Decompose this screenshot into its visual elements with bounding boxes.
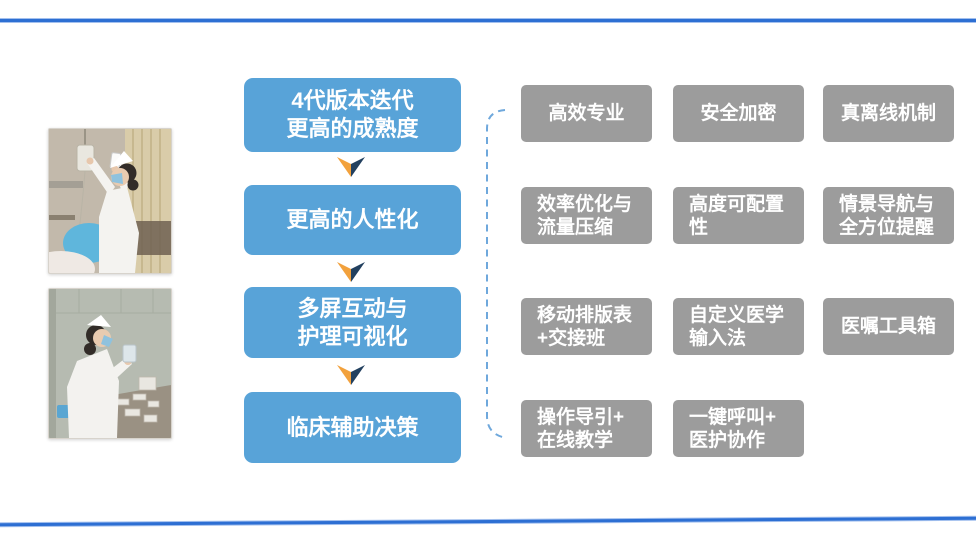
photo-nurse-preparing-medication-image — [49, 289, 171, 438]
feature-label: 操作导引+ — [537, 406, 625, 428]
flow-step-label: 更高的成熟度 — [286, 116, 419, 141]
feature-label: 流量压缩 — [537, 216, 614, 238]
chevron-down-icon — [337, 365, 365, 385]
flow-step-clinical-decision-support: 临床辅助决策 — [244, 392, 461, 463]
flow-step-label: 护理可视化 — [297, 323, 408, 349]
feature-box-secure-encryption: 安全加密 — [673, 85, 804, 142]
feature-label: 医护协作 — [689, 429, 766, 451]
photo-nurse-scanning-iv-image — [49, 129, 171, 273]
feature-box-operation-guide-teaching: 操作导引+ 在线教学 — [521, 400, 652, 457]
flow-step-label: 4代版本迭代 — [291, 88, 414, 113]
feature-label: 真离线机制 — [840, 103, 936, 124]
feature-label: 全方位提醒 — [839, 216, 935, 238]
feature-label: 输入法 — [689, 327, 747, 349]
bottom-divider-line — [0, 516, 976, 527]
feature-label: 性 — [689, 216, 709, 238]
feature-label: 移动排版表 — [537, 304, 633, 326]
chevron-down-icon — [337, 157, 365, 177]
flow-step-humanization: 更高的人性化 — [244, 185, 461, 255]
feature-label: 效率优化与 — [537, 193, 633, 215]
feature-box-order-toolbox: 医嘱工具箱 — [823, 298, 954, 355]
flow-step-version-iteration: 4代版本迭代 更高的成熟度 — [244, 78, 461, 152]
chevron-down-icon — [337, 262, 365, 282]
flow-step-label: 更高的人性化 — [286, 207, 419, 232]
feature-label: 在线教学 — [537, 429, 614, 451]
photo-nurse-preparing-medication — [48, 288, 172, 439]
feature-label: 高度可配置 — [689, 193, 785, 215]
photo-nurse-scanning-iv — [48, 128, 172, 274]
feature-box-true-offline: 真离线机制 — [823, 85, 954, 142]
top-divider-line — [0, 19, 976, 22]
feature-box-efficiency-optimization: 效率优化与 流量压缩 — [521, 187, 652, 244]
feature-label: 安全加密 — [700, 103, 777, 124]
dashed-bracket-connector — [486, 109, 508, 439]
flow-step-multiscreen-visualization: 多屏互动与 护理可视化 — [244, 287, 461, 358]
feature-label: 医嘱工具箱 — [840, 316, 936, 337]
flow-step-label: 多屏互动与 — [297, 295, 408, 321]
feature-label: 情景导航与 — [839, 193, 935, 215]
feature-label: 自定义医学 — [689, 304, 785, 326]
feature-box-context-navigation: 情景导航与 全方位提醒 — [823, 187, 954, 244]
feature-label: 高效专业 — [548, 103, 625, 124]
flow-step-label: 临床辅助决策 — [286, 414, 419, 440]
feature-label: 一键呼叫+ — [689, 406, 777, 428]
feature-label: +交接班 — [537, 327, 606, 349]
feature-box-one-key-call-collaboration: 一键呼叫+ 医护协作 — [673, 400, 804, 457]
feature-box-custom-medical-ime: 自定义医学 输入法 — [673, 298, 804, 355]
feature-box-high-efficiency: 高效专业 — [521, 85, 652, 142]
feature-box-mobile-roster-handover: 移动排版表 +交接班 — [521, 298, 652, 355]
feature-box-configurability: 高度可配置 性 — [673, 187, 804, 244]
